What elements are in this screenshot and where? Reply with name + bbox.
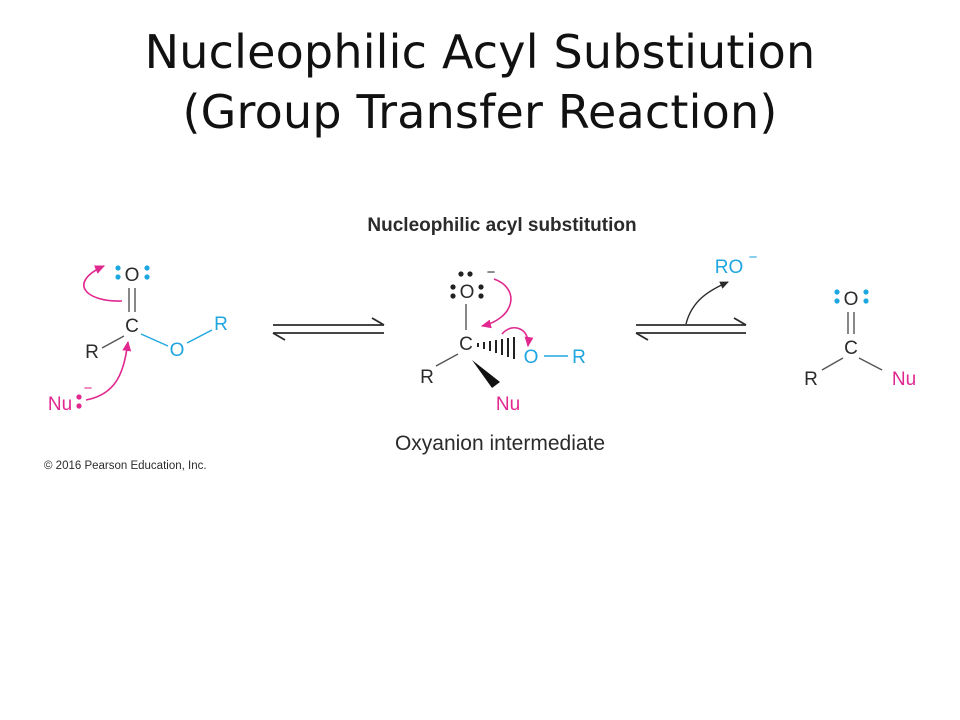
slide-title-line-1: Nucleophilic Acyl Substiution	[144, 25, 816, 79]
reactant-carbon: C	[125, 316, 139, 337]
solid-wedge-bond	[472, 360, 500, 388]
oxyanion-intermediate: O − C R O R Nu	[395, 264, 605, 455]
leaving-group-label: RO	[715, 257, 744, 278]
intermediate-nucleophile: Nu	[496, 394, 520, 415]
equilibrium-arrow-1	[272, 317, 385, 341]
reactant-r-left: R	[85, 342, 99, 363]
product-oxygen: O	[844, 289, 859, 310]
slide-title-line-2: (Group Transfer Reaction)	[182, 85, 778, 139]
equilibrium-arrow-2	[635, 281, 747, 341]
intermediate-leaving-r: R	[572, 347, 586, 368]
oxyanion-reform-arrow	[480, 278, 512, 329]
intermediate-charge: −	[487, 264, 496, 281]
intermediate-carbon: C	[459, 334, 473, 355]
slide-title: Nucleophilic Acyl Substiution (Group Tra…	[0, 22, 960, 142]
intermediate-oxygen: O	[460, 282, 475, 303]
leaving-group-charge: −	[749, 249, 758, 266]
product-r-left: R	[804, 369, 818, 390]
reactant-nu-lone-pair	[76, 394, 82, 409]
leaving-group-departure-arrow	[685, 281, 729, 325]
reactant-ester-oxygen: O	[170, 340, 185, 361]
copyright-notice: © 2016 Pearson Education, Inc.	[44, 460, 207, 472]
intermediate-caption: Oxyanion intermediate	[395, 432, 605, 455]
product-carbon: C	[844, 338, 858, 359]
figure-heading: Nucleophilic acyl substitution	[367, 215, 636, 236]
intermediate-r-left: R	[420, 367, 434, 388]
nucleophile-attack-arrow	[85, 340, 132, 401]
reactant-o-lone-pairs	[115, 265, 150, 280]
reactant-pi-bond-arrow	[83, 265, 123, 302]
reactant-nucleophile: Nu	[48, 394, 72, 415]
hashed-wedge-bond	[477, 337, 515, 359]
reactant-nu-charge: −	[84, 380, 93, 397]
product-o-lone-pairs	[834, 289, 869, 304]
product-acyl: O C R Nu	[804, 289, 916, 390]
intermediate-leaving-oxygen: O	[524, 347, 539, 368]
intermediate-o-lone-pairs	[450, 271, 484, 299]
reactant-carbonyl-oxygen: O	[125, 265, 140, 286]
reactant-r-right: R	[214, 314, 228, 335]
reactant-ester: O C R O R Nu −	[48, 265, 228, 415]
leaving-group-arrow	[501, 326, 534, 348]
product-nucleophile: Nu	[892, 369, 916, 390]
